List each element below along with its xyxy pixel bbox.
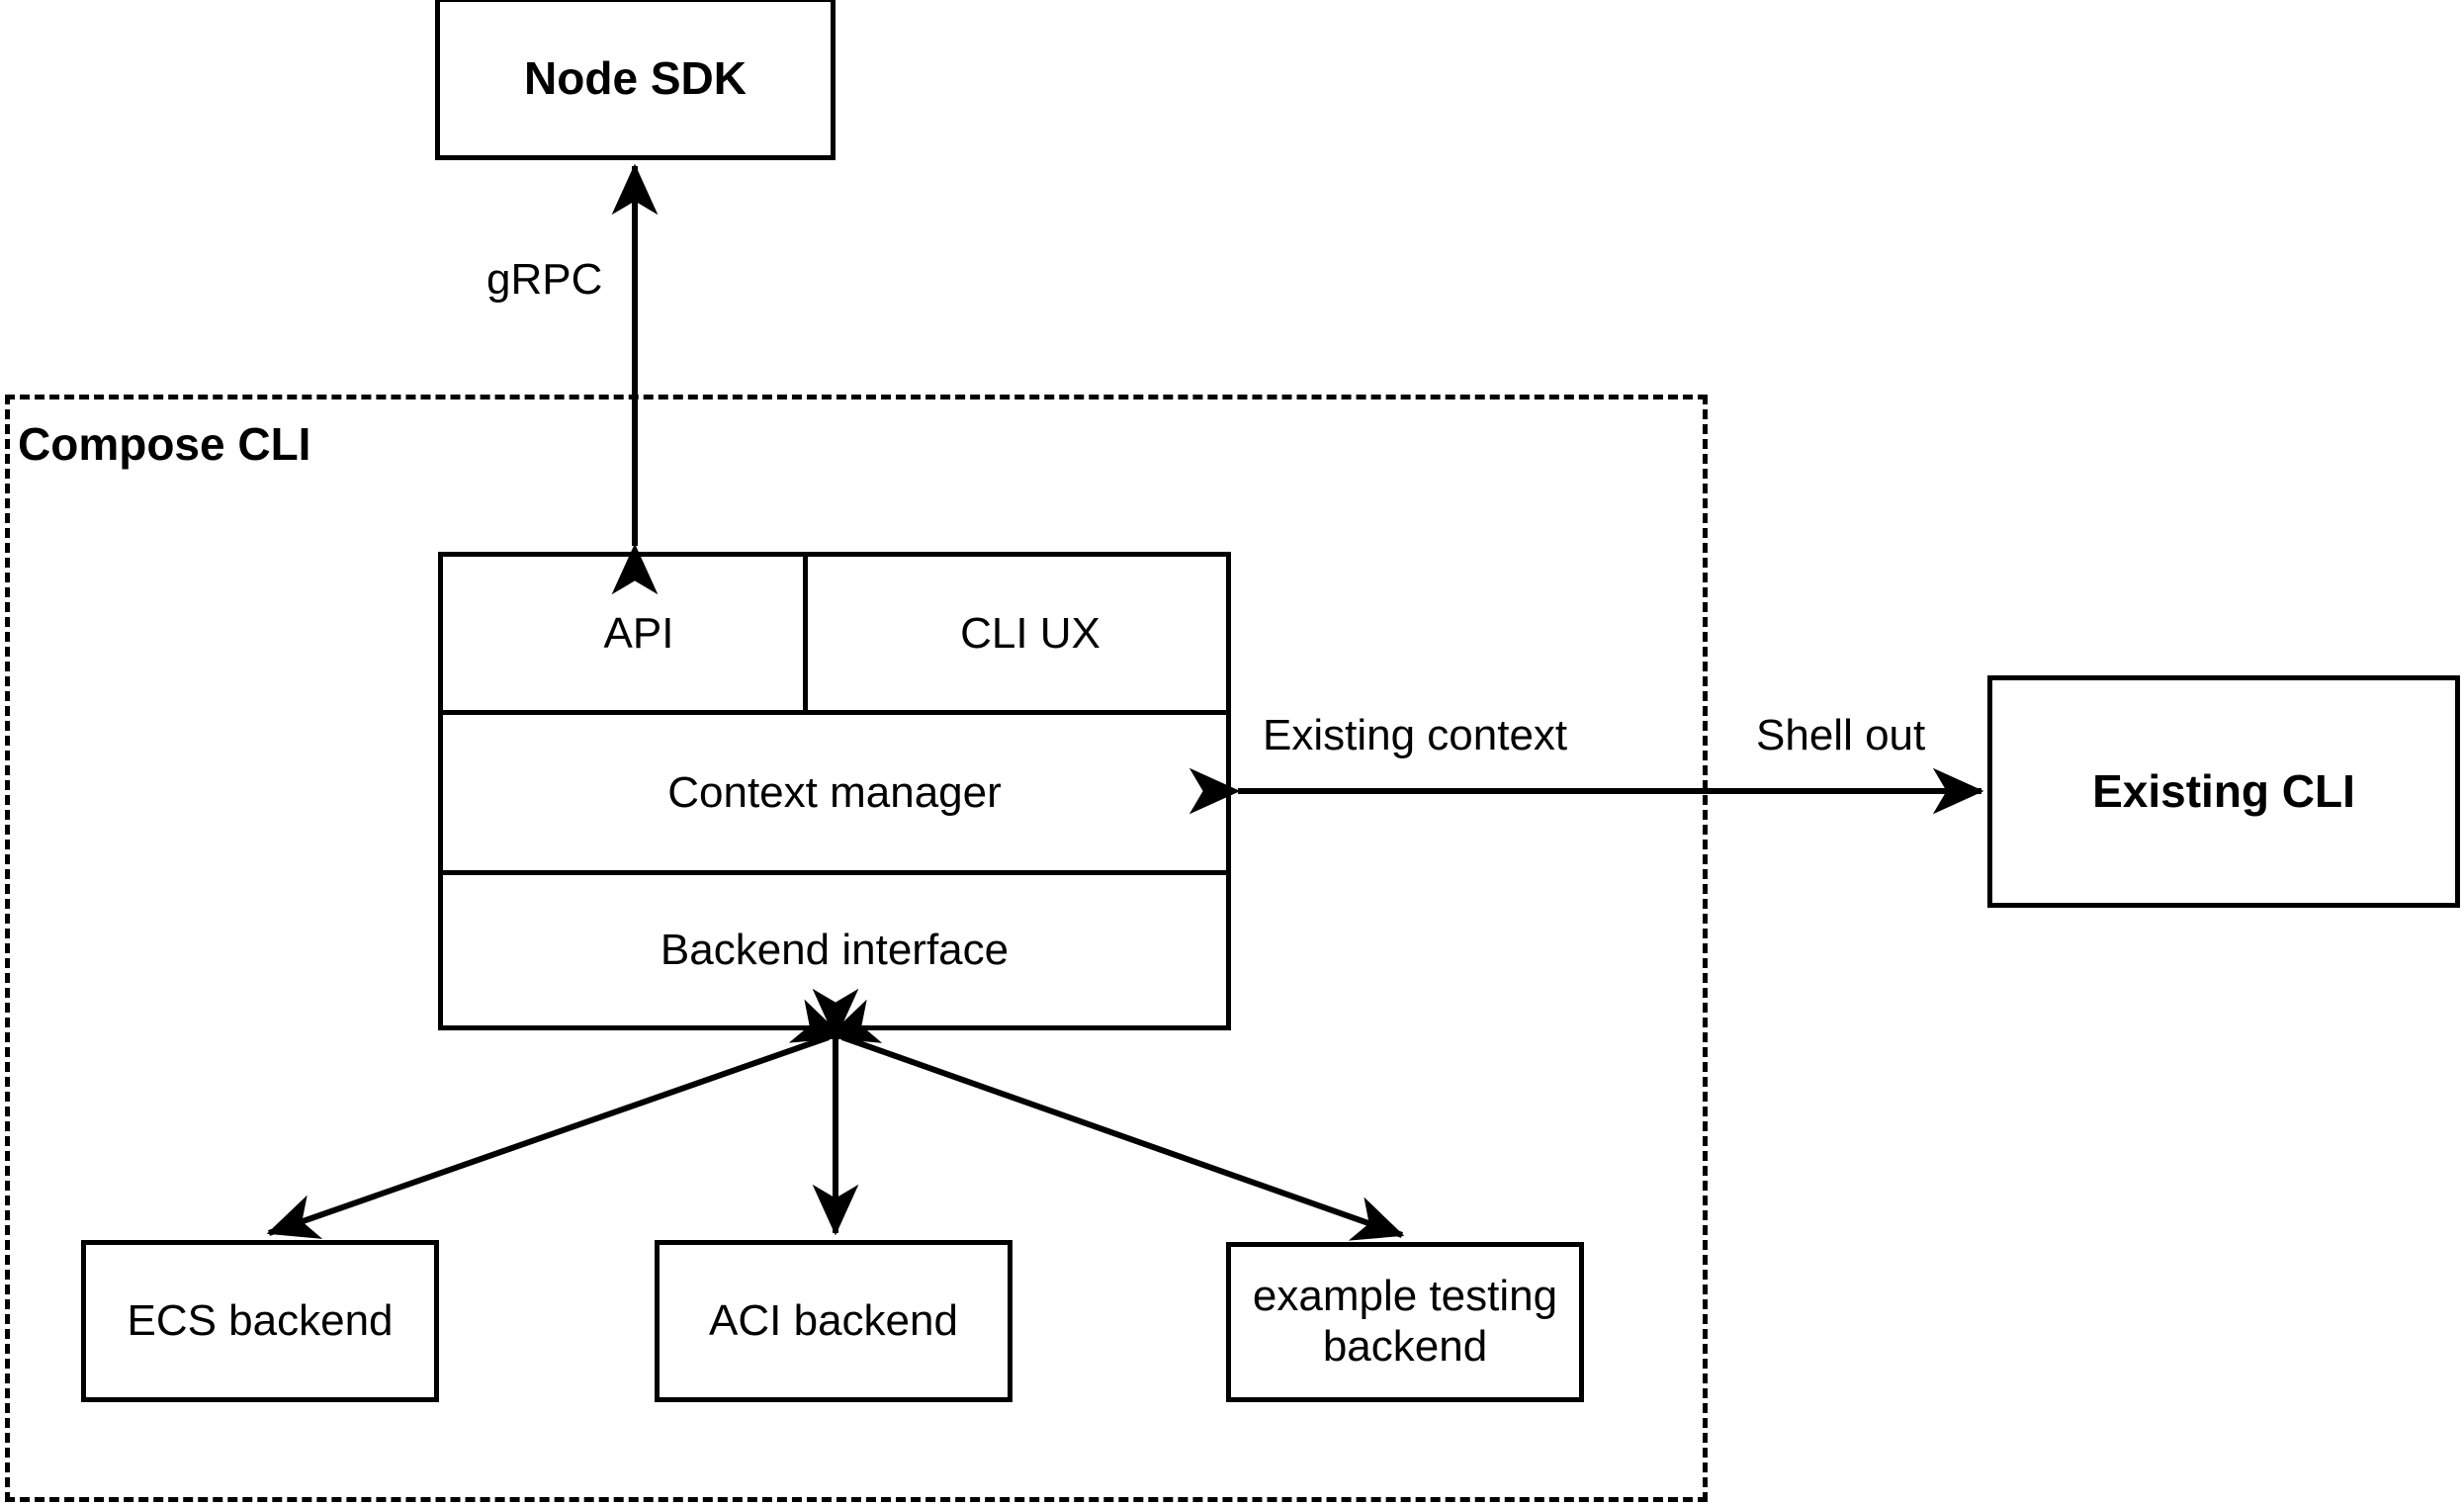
existing-context-edge-label: Existing context	[1263, 711, 1568, 759]
backend-interface-cell: Backend interface	[443, 875, 1226, 1025]
existing-cli-label: Existing CLI	[2092, 765, 2355, 818]
stack-row-context-manager[interactable]: Context manager	[443, 715, 1226, 870]
node-sdk-label: Node SDK	[524, 52, 747, 105]
ecs-backend-box[interactable]: ECS backend	[81, 1240, 439, 1402]
grpc-edge-label: gRPC	[486, 255, 603, 304]
existing-cli-box[interactable]: Existing CLI	[1987, 675, 2460, 908]
row-divider-1	[443, 710, 1226, 715]
stack-row-backend-interface[interactable]: Backend interface	[443, 875, 1226, 1025]
compose-cli-boundary	[5, 395, 1708, 1502]
api-cliux-divider	[803, 557, 808, 710]
backend-interface-label: Backend interface	[660, 926, 1010, 974]
cli-ux-cell[interactable]: CLI UX	[835, 557, 1226, 710]
aci-backend-box[interactable]: ACI backend	[655, 1240, 1012, 1402]
shell-out-edge-label: Shell out	[1756, 711, 1926, 759]
ecs-backend-label: ECS backend	[127, 1295, 394, 1345]
row-divider-2	[443, 870, 1226, 875]
api-cell[interactable]: API	[443, 557, 835, 710]
stack-row-api: API CLI UX	[443, 557, 1226, 710]
context-manager-label: Context manager	[667, 767, 1002, 817]
context-manager-cell: Context manager	[443, 715, 1226, 870]
compose-cli-stack: API CLI UX Context manager Backend inter…	[438, 552, 1231, 1030]
example-testing-backend-box[interactable]: example testing backend	[1226, 1242, 1584, 1402]
node-sdk-box[interactable]: Node SDK	[435, 0, 836, 160]
api-label: API	[603, 608, 674, 658]
aci-backend-label: ACI backend	[709, 1295, 958, 1345]
cli-ux-label: CLI UX	[960, 608, 1100, 658]
example-testing-backend-label: example testing backend	[1252, 1272, 1558, 1371]
compose-cli-boundary-label: Compose CLI	[18, 418, 311, 470]
